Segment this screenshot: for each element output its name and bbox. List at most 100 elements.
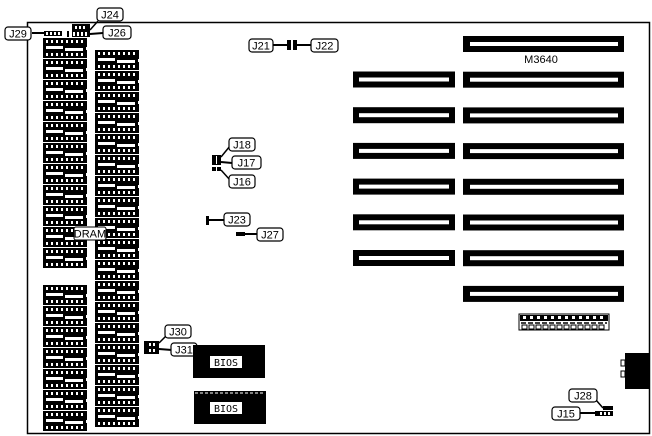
dip-switch[interactable] bbox=[521, 324, 528, 330]
dram-module bbox=[95, 323, 139, 343]
dip-switch[interactable] bbox=[563, 324, 570, 330]
dram-module bbox=[43, 285, 87, 305]
dram-module bbox=[43, 206, 87, 226]
expansion-slot-short[interactable] bbox=[353, 107, 455, 124]
dip-switch[interactable] bbox=[577, 324, 584, 330]
dram-label: DRAM bbox=[73, 226, 107, 241]
expansion-slot-short[interactable] bbox=[353, 71, 455, 88]
dip-switch[interactable] bbox=[584, 324, 591, 330]
dip-pin bbox=[593, 316, 596, 319]
dram-module bbox=[43, 348, 87, 368]
jumper-J21-J22[interactable]: J21 J22 bbox=[248, 38, 339, 53]
expansion-slots bbox=[353, 36, 624, 302]
jumper-J28[interactable]: J28 bbox=[568, 388, 613, 410]
jumper-J15[interactable]: J15 bbox=[551, 406, 613, 421]
dram-module bbox=[43, 59, 87, 79]
jumper-label-J17: J17 bbox=[238, 158, 256, 170]
expansion-slot-long[interactable] bbox=[463, 36, 624, 52]
jumper-J16-J18[interactable]: J18 J17 J16 bbox=[212, 137, 262, 189]
dram-module bbox=[43, 390, 87, 410]
dram-module bbox=[95, 155, 139, 175]
jumper-J27[interactable]: J27 bbox=[236, 227, 284, 242]
dip-pin bbox=[530, 316, 533, 319]
jumper-label-J16: J16 bbox=[233, 177, 251, 189]
dram-module bbox=[43, 38, 87, 58]
dip-switch[interactable] bbox=[528, 324, 535, 330]
dram-module bbox=[43, 327, 87, 347]
jumper-J23[interactable]: J23 bbox=[206, 212, 251, 227]
dram-module bbox=[43, 411, 87, 431]
expansion-slot-long[interactable] bbox=[463, 107, 624, 124]
dip-pin bbox=[565, 316, 568, 319]
jumper-J26[interactable]: J26 bbox=[89, 25, 132, 40]
dram-module bbox=[95, 386, 139, 406]
dram-module bbox=[43, 143, 87, 163]
jumper-label-J24: J24 bbox=[101, 10, 119, 22]
jumper-J29[interactable]: J29 bbox=[4, 26, 62, 41]
dip-switch[interactable] bbox=[598, 324, 605, 330]
dram-module bbox=[95, 260, 139, 280]
expansion-slot-long[interactable] bbox=[463, 285, 624, 302]
dip-pin bbox=[600, 316, 603, 319]
dip-pin bbox=[551, 316, 554, 319]
dip-switch[interactable] bbox=[570, 324, 577, 330]
dram-module bbox=[95, 197, 139, 217]
dram-module bbox=[95, 281, 139, 301]
board-outline bbox=[26, 21, 651, 435]
jumper-J24[interactable]: J24 bbox=[67, 7, 124, 37]
jumper-label-J29: J29 bbox=[9, 29, 27, 41]
bios-chip-2: BIOS bbox=[194, 391, 266, 424]
dram-module bbox=[95, 50, 139, 70]
dram-module bbox=[95, 113, 139, 133]
jumper-label-J26: J26 bbox=[108, 28, 126, 40]
expansion-slot-short[interactable] bbox=[353, 214, 455, 231]
expansion-slot-short[interactable] bbox=[353, 178, 455, 195]
expansion-slot-short[interactable] bbox=[353, 250, 455, 266]
dram-label-text: DRAM bbox=[74, 229, 106, 241]
expansion-slot-long[interactable] bbox=[463, 250, 624, 267]
dram-module bbox=[95, 365, 139, 385]
bios-label-1: BIOS bbox=[214, 358, 238, 369]
jumper-label-J21: J21 bbox=[252, 41, 270, 53]
expansion-slot-long[interactable] bbox=[463, 71, 624, 88]
expansion-slot-long[interactable] bbox=[463, 214, 624, 231]
dram-module bbox=[95, 407, 139, 427]
dip-switch[interactable] bbox=[549, 324, 556, 330]
dram-bank-left-lower bbox=[43, 285, 87, 431]
dram-module bbox=[95, 239, 139, 259]
dram-module bbox=[95, 176, 139, 196]
dram-module bbox=[43, 369, 87, 389]
dram-module bbox=[95, 302, 139, 322]
dram-bank-left-upper bbox=[43, 38, 87, 268]
jumper-label-J23: J23 bbox=[228, 215, 246, 227]
bios-chip-1: BIOS bbox=[193, 345, 265, 378]
dip-switch[interactable] bbox=[542, 324, 549, 330]
dram-module bbox=[43, 164, 87, 184]
dip-switch[interactable] bbox=[591, 324, 598, 330]
jumper-J30-J31[interactable]: J30 J31 bbox=[144, 324, 198, 357]
dip-pin bbox=[572, 316, 575, 319]
dip-switch[interactable] bbox=[556, 324, 563, 330]
jumper-label-J22: J22 bbox=[316, 41, 334, 53]
dram-bank-right bbox=[95, 50, 139, 427]
keyboard-connector[interactable] bbox=[620, 353, 649, 389]
dip-pin bbox=[558, 316, 561, 319]
expansion-slot-long[interactable] bbox=[463, 178, 624, 195]
dram-module bbox=[43, 248, 87, 268]
expansion-slot-short[interactable] bbox=[353, 142, 455, 159]
dram-module bbox=[43, 101, 87, 121]
dip-switch[interactable] bbox=[535, 324, 542, 330]
dip-pin bbox=[537, 316, 540, 319]
expansion-slot-long[interactable] bbox=[463, 143, 624, 160]
bios-label-2: BIOS bbox=[214, 404, 238, 415]
jumper-label-J15: J15 bbox=[557, 409, 575, 421]
dip-pin bbox=[579, 316, 582, 319]
dram-module bbox=[95, 71, 139, 91]
dip-pin bbox=[544, 316, 547, 319]
dram-module bbox=[95, 134, 139, 154]
dram-module bbox=[43, 185, 87, 205]
dip-switch-block bbox=[518, 313, 610, 331]
jumper-label-J30: J30 bbox=[169, 327, 187, 339]
dram-module bbox=[43, 306, 87, 326]
